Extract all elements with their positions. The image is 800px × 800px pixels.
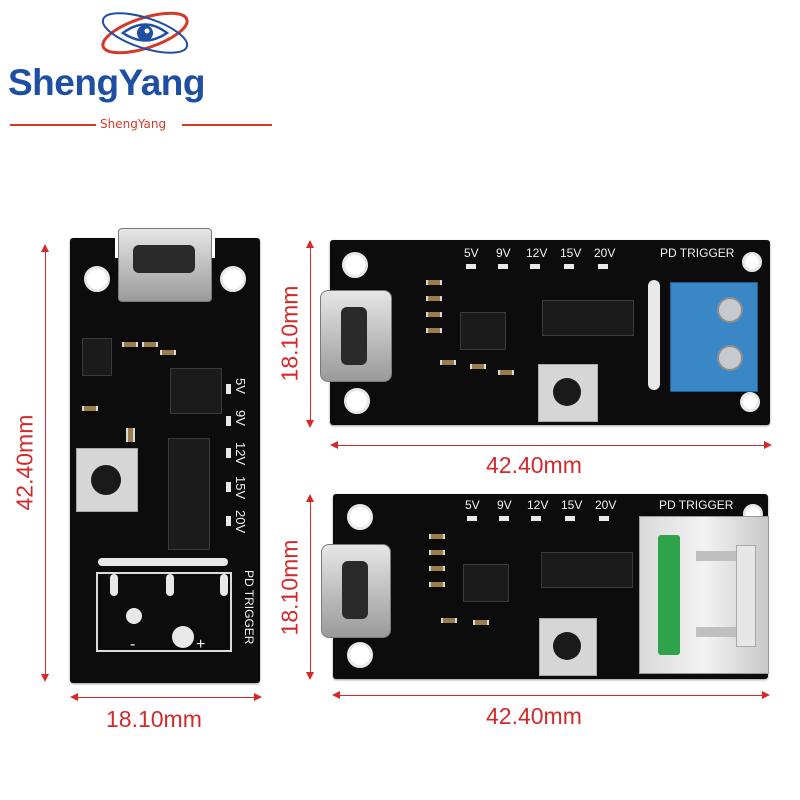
silk-12v: 12V <box>526 246 548 260</box>
usb-c-connector <box>320 290 392 382</box>
brand-name: ShengYang <box>8 62 205 103</box>
terminal-pd-trigger-board: 5V 9V 12V 15V 20V PD TRIGGER <box>320 240 770 425</box>
mode-button[interactable] <box>538 364 598 422</box>
mount-hole-br <box>740 392 760 412</box>
dim-left-height: 42.40mm <box>11 414 38 511</box>
pd-controller-chip <box>168 438 210 550</box>
dim-line-left-width <box>76 697 256 698</box>
mount-hole-bl <box>344 388 370 414</box>
silk-15v: 15V <box>233 476 248 500</box>
silk-5v: 5V <box>233 378 248 394</box>
silk-9v: 9V <box>496 246 511 260</box>
brand-divider-right <box>182 124 272 126</box>
silk-plus: + <box>196 636 206 653</box>
usb-c-connector <box>118 228 212 302</box>
silk-9v: 9V <box>497 498 512 512</box>
controller-chip <box>170 368 222 414</box>
mode-button[interactable] <box>76 448 138 512</box>
controller-chip <box>460 312 506 350</box>
eye-emblem-icon <box>101 11 189 55</box>
controller-chip <box>463 564 509 602</box>
silk-5v: 5V <box>464 246 479 260</box>
dim-topright-height: 18.10mm <box>276 285 303 382</box>
vertical-pd-trigger-board: 5V 9V 12V 15V 20V - + PD TRIGGER <box>70 228 260 683</box>
dim-topright-width: 42.40mm <box>486 452 582 478</box>
mount-hole-tl <box>84 266 110 292</box>
dim-bottomright-width: 42.40mm <box>486 703 582 729</box>
usb-a-port <box>639 516 769 674</box>
dim-left-width: 18.10mm <box>106 706 202 732</box>
brand-logo: ShengYang ShengYang <box>0 0 290 140</box>
screw-terminal-block <box>670 282 758 392</box>
silk-9v: 9V <box>233 410 248 426</box>
mount-hole-tr <box>220 266 246 292</box>
mount-hole-tl <box>347 504 373 530</box>
screw-icon <box>717 297 743 323</box>
dim-line-left-height <box>45 250 46 675</box>
dim-line-topright-width <box>336 445 766 446</box>
regulator-chip <box>82 338 112 376</box>
usb-a-pd-trigger-board: 5V 9V 12V 15V 20V PD TRIGGER <box>321 494 769 679</box>
silk-pd-trigger: PD TRIGGER <box>659 498 734 512</box>
silk-20v: 20V <box>595 498 617 512</box>
mount-hole-tr <box>742 252 762 272</box>
pd-controller-chip <box>541 552 633 588</box>
dim-bottomright-height: 18.10mm <box>276 539 303 636</box>
silk-pd-trigger: PD TRIGGER <box>660 246 735 260</box>
silk-20v: 20V <box>594 246 616 260</box>
mount-hole-bl <box>347 642 373 668</box>
silk-12v: 12V <box>527 498 549 512</box>
mount-hole-tl <box>342 252 368 278</box>
usb-c-connector <box>321 544 391 638</box>
silk-20v: 20V <box>233 510 248 534</box>
screw-icon <box>717 345 743 371</box>
silk-pd-trigger-vertical: PD TRIGGER <box>242 570 256 645</box>
pd-controller-chip <box>542 300 634 336</box>
brand-subtitle: ShengYang <box>100 117 167 131</box>
dim-line-topright-height <box>310 246 311 422</box>
silk-minus: - <box>130 636 136 653</box>
dim-line-bottomright-height <box>310 500 311 674</box>
mode-button[interactable] <box>539 618 597 676</box>
silk-5v: 5V <box>465 498 480 512</box>
silk-15v: 15V <box>560 246 582 260</box>
brand-divider-left <box>10 124 96 126</box>
silk-12v: 12V <box>233 442 248 466</box>
dim-line-bottomright-width <box>338 695 764 696</box>
silk-15v: 15V <box>561 498 583 512</box>
